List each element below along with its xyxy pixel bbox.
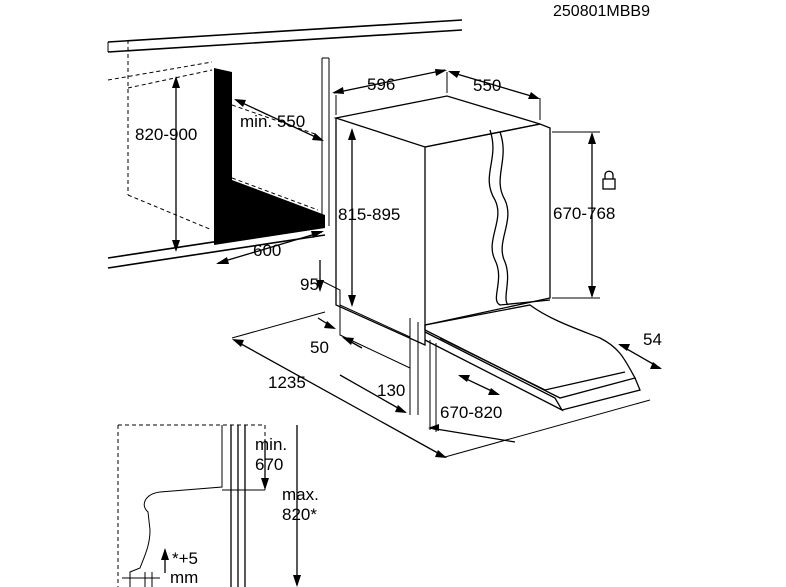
- detail-min-label: min.: [255, 435, 287, 454]
- appliance-depth-label: 550: [473, 76, 501, 95]
- appliance-height-label: 815-895: [338, 205, 400, 224]
- detail-max-label: max.: [282, 485, 319, 504]
- appliance-width-label: 596: [367, 75, 395, 94]
- diagram-code: 250801MBB9: [553, 3, 650, 20]
- detail-max-value: 820*: [282, 505, 317, 524]
- detail-view: [117, 424, 301, 587]
- plinth-depth-label: 50: [310, 338, 329, 357]
- lock-icon: [602, 170, 616, 190]
- niche-height-label: 820-900: [135, 125, 197, 144]
- dishwasher-body: [319, 95, 641, 432]
- total-door-swing-label: 1235: [268, 373, 306, 392]
- detail-min-value: 670: [255, 455, 283, 474]
- door-adjust-label: 670-820: [440, 403, 502, 422]
- door-panel-height-label: 670-768: [553, 204, 615, 223]
- min-depth-label: min. 550: [240, 112, 305, 131]
- detail-foot-value: *+5: [172, 549, 198, 568]
- plinth-height-label: 95: [300, 275, 319, 294]
- plinth-offset-label: 130: [377, 381, 405, 400]
- side-gap-label: 54: [643, 330, 662, 349]
- niche-width-label: 600: [253, 241, 281, 260]
- niche: [107, 19, 463, 269]
- detail-foot-unit: mm: [170, 568, 198, 587]
